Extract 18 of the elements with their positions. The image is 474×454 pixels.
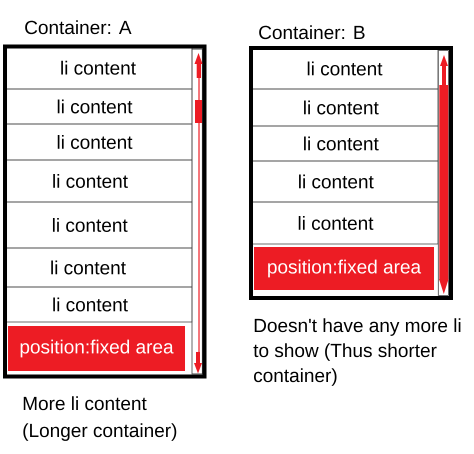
list-row: li content xyxy=(4,160,192,202)
list-row: li content xyxy=(4,248,192,288)
container-title: Container: A xyxy=(25,20,132,34)
caption-text: More li content (Longer container) xyxy=(23,396,176,441)
container-title: Container: B xyxy=(259,25,365,40)
fixed-area-box: position:fixed area xyxy=(8,326,185,371)
list-row: li content xyxy=(4,202,192,248)
list-row: li content xyxy=(250,160,438,202)
list-row: li content xyxy=(250,88,438,126)
caption-text: Doesn't have any more li to show (Thus shorter container) xyxy=(253,318,460,386)
list-row: li content xyxy=(250,48,438,90)
list-row: li content xyxy=(250,202,438,244)
list-row: li content xyxy=(4,46,192,90)
fixed-area-box: position:fixed area xyxy=(254,246,434,290)
list-row: li content xyxy=(4,124,192,160)
list-row: li content xyxy=(4,88,192,124)
list-row: li content xyxy=(4,286,192,322)
list-row: li content xyxy=(250,126,438,162)
